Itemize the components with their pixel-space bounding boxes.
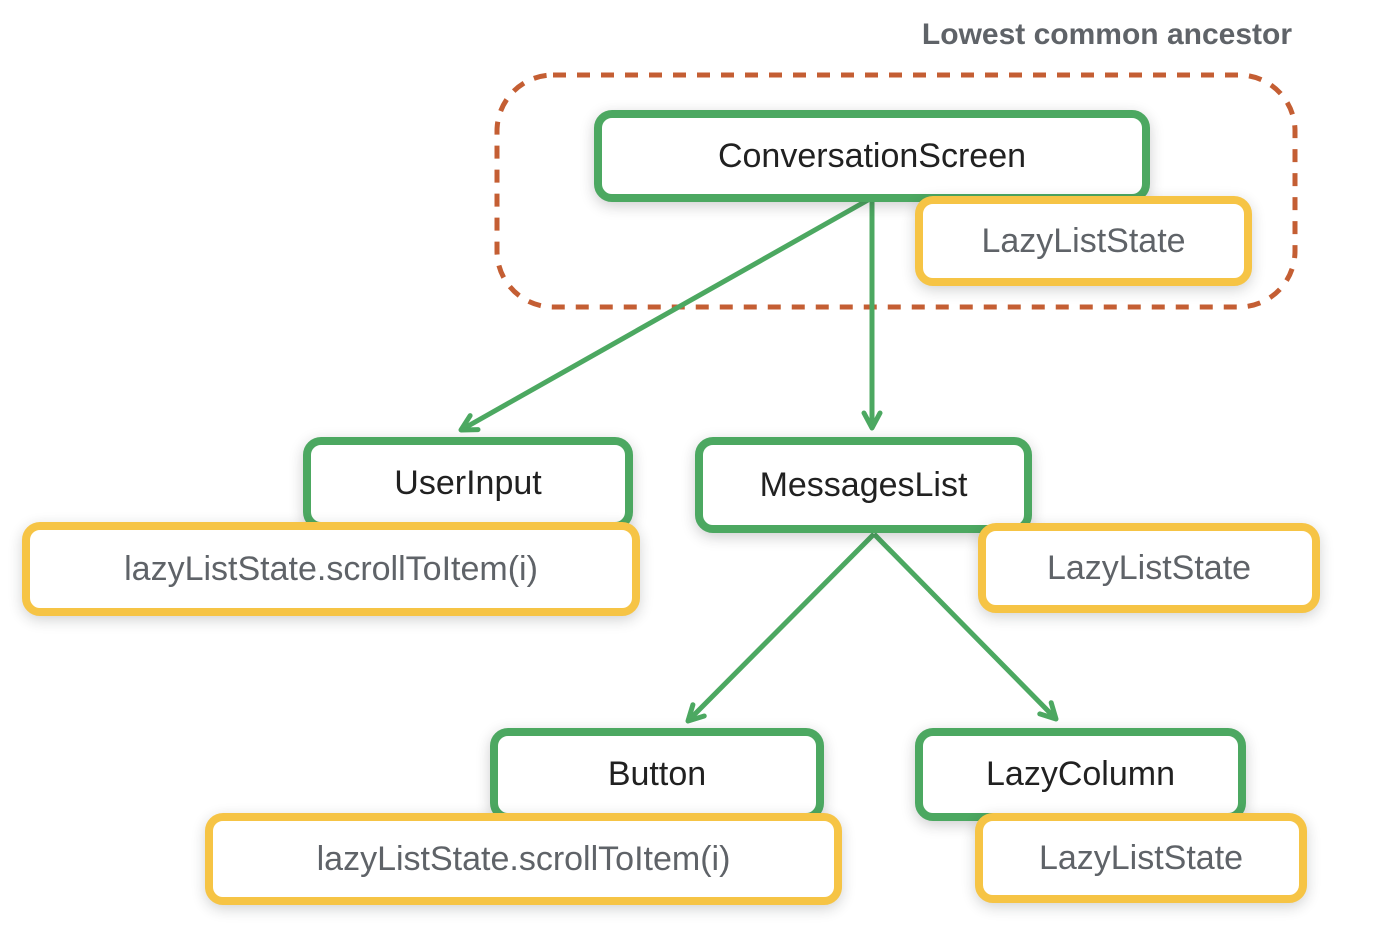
lowest-common-ancestor-outline — [494, 72, 1298, 310]
state-chip-lazycolumn-lazyliststate: LazyListState — [975, 813, 1307, 903]
lowest-common-ancestor-label: Lowest common ancestor — [921, 18, 1292, 51]
state-chip-userinput-scrolltoitem: lazyListState.scrollToItem(i) — [22, 522, 640, 616]
node-button: Button — [490, 728, 824, 821]
arrow-conversationscreen-to-userinput — [458, 197, 870, 433]
node-messageslist: MessagesList — [695, 437, 1032, 533]
state-chip-hoisted-lazyliststate: LazyListState — [915, 196, 1252, 286]
node-conversationscreen: ConversationScreen — [594, 110, 1150, 202]
node-lazycolumn: LazyColumn — [915, 728, 1246, 821]
arrow-messageslist-to-button — [685, 532, 876, 724]
node-userinput: UserInput — [303, 437, 633, 530]
state-chip-messageslist-lazyliststate: LazyListState — [978, 523, 1320, 613]
state-chip-button-scrolltoitem: lazyListState.scrollToItem(i) — [205, 813, 842, 905]
arrow-messageslist-to-lazycolumn — [872, 532, 1059, 722]
